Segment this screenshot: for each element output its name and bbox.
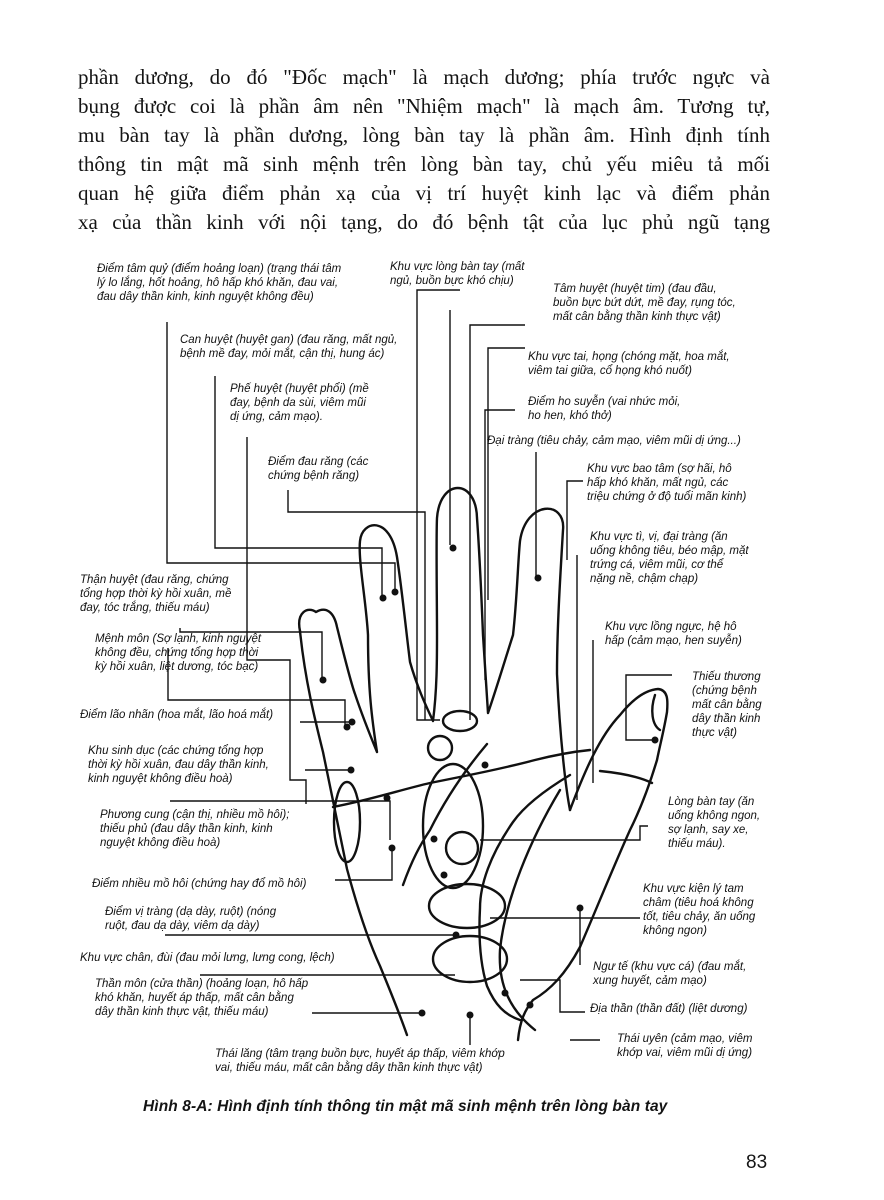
leader-line <box>246 437 307 804</box>
label-long-ban-tay: Lòng bàn tay (ăn uống không ngon, sợ lạn… <box>668 796 761 850</box>
acupoint-dot <box>481 761 489 769</box>
circle-zone <box>426 734 454 762</box>
acupoint-dot <box>319 676 327 684</box>
acupoint-dot <box>501 989 509 997</box>
acupoint-dot <box>526 1001 534 1009</box>
leader-line <box>480 825 648 841</box>
label-thieu-thuong: Thiếu thương (chứng bệnh mất cân bằng dâ… <box>692 671 762 739</box>
acupoint-dot <box>576 904 584 912</box>
label-khu-vuc-bao-tam: Khu vực bao tâm (sợ hãi, hô hấp khó khăn… <box>587 463 747 503</box>
label-khu-vuc-long-ban-tay: Khu vực lòng bàn tay (mất ngủ, buồn bực … <box>390 261 525 287</box>
label-diem-dau-rang: Điểm đau răng (các chứng bệnh răng) <box>268 456 369 482</box>
leader-line <box>469 324 525 720</box>
leader-line <box>179 628 323 680</box>
acupoint-dot <box>534 574 542 582</box>
hand-outline-left <box>298 487 572 812</box>
label-dia-than: Địa thần (thần đất) (liệt dương) <box>590 1003 748 1015</box>
acupoint-dot <box>347 766 355 774</box>
thumb-joint <box>598 769 654 785</box>
ellipse-zone <box>332 780 362 864</box>
body-line: mu bàn tay là phần dương, lòng bàn tay l… <box>78 123 770 147</box>
label-khu-vuc-tai-hong: Khu vực tai, họng (chóng mặt, hoa mắt, v… <box>528 351 730 377</box>
acupoint-dot <box>449 544 457 552</box>
acupoint-dot <box>383 794 391 802</box>
acupoint-dot <box>391 588 399 596</box>
label-can-huyet: Can huyệt (huyệt gan) (đau răng, mất ngủ… <box>180 334 398 360</box>
label-than-mon: Thần môn (cửa thần) (hoảng loạn, hô hấp … <box>95 978 309 1018</box>
acupoint-dot <box>348 718 356 726</box>
life-line <box>478 773 572 1022</box>
acupoint-dot <box>651 736 659 744</box>
acupoint-dot <box>452 931 460 939</box>
acupoint-dot <box>343 723 351 731</box>
ellipse-zone <box>421 762 485 890</box>
thumb-nail <box>651 693 662 732</box>
leader-line <box>566 480 583 560</box>
palm-left-edge <box>298 629 409 1037</box>
label-kien-ly-tam-cham: Khu vực kiện lý tam châm (tiêu hoá không… <box>643 883 756 937</box>
leader-line <box>166 322 396 590</box>
acupoint-dot <box>440 871 448 879</box>
ellipse-zone <box>427 882 507 930</box>
label-phuong-cung: Phương cung (cận thị, nhiều mồ hôi); thi… <box>100 809 290 849</box>
body-line: thông tin mật mã sinh mệnh trên lòng bàn… <box>78 152 770 176</box>
body-line: bụng được coi là phần âm nên "Nhiệm mạch… <box>78 94 770 118</box>
page-number: 83 <box>746 1152 768 1173</box>
body-line: quan hệ giữa điểm phản xạ của vị trí huy… <box>78 181 770 205</box>
body-line: phần dương, do đó "Đốc mạch" là mạch dươ… <box>78 65 770 89</box>
label-khu-vuc-long-nguc: Khu vực lồng ngực, hệ hô hấp (cảm mạo, h… <box>605 621 742 647</box>
leader-line <box>520 979 585 1013</box>
leader-line <box>487 347 525 600</box>
heart-line <box>331 748 592 809</box>
head-line <box>401 742 489 887</box>
label-thai-uyen: Thái uyên (cảm mạo, viêm khớp vai, viêm … <box>617 1033 753 1059</box>
leader-line <box>170 800 391 840</box>
leader-line <box>287 490 426 720</box>
leader-line <box>484 409 515 680</box>
acupoint-dot <box>466 1011 474 1019</box>
acupoint-dot <box>418 1009 426 1017</box>
label-menh-mon: Mệnh môn (Sợ lạnh, kinh nguyệt không đều… <box>95 633 262 673</box>
ellipse-zone <box>441 709 479 733</box>
leader-line <box>416 289 460 721</box>
leader-line <box>625 674 672 741</box>
inner-line <box>498 788 562 1032</box>
label-ngu-te: Ngư tế (khu vực cá) (đau mắt, xung huyết… <box>593 961 747 987</box>
label-than-huyet: Thận huyệt (đau răng, chứng tổng hợp thờ… <box>80 574 232 614</box>
figure-caption: Hình 8-A: Hình định tính thông tin mật m… <box>143 1098 668 1115</box>
leader-line <box>214 376 383 598</box>
acupoint-dot <box>388 844 396 852</box>
thumb-outline <box>516 687 669 1042</box>
ellipse-zone <box>431 934 509 984</box>
label-phe-huyet: Phế huyệt (huyệt phổi) (mề đay, bệnh da … <box>230 383 369 423</box>
label-tam-huyet: Tâm huyệt (huyệt tim) (đau đầu, buồn bực… <box>553 283 736 323</box>
label-diem-tam-quy: Điểm tâm quỷ (điểm hoảng loạn) (trạng th… <box>97 263 342 303</box>
label-diem-vi-trang: Điểm vị tràng (dạ dày, ruột) (nóng ruột,… <box>105 906 277 932</box>
leader-line <box>167 648 346 727</box>
label-khu-vuc-ti-vi: Khu vực tì, vị, đại tràng (ăn uống không… <box>590 531 749 585</box>
label-diem-lao-nhan: Điểm lão nhãn (hoa mắt, lão hoá mắt) <box>80 709 274 721</box>
leader-line <box>335 850 393 881</box>
label-thai-lang: Thái lăng (tâm trạng buồn bực, huyết áp … <box>215 1048 505 1074</box>
label-diem-ho-suyen: Điểm ho suyễn (vai nhức mỏi, ho hen, khó… <box>528 396 681 422</box>
acupoint-dot <box>430 835 438 843</box>
label-khu-vuc-chan-dui: Khu vực chân, đùi (đau mỏi lưng, lưng co… <box>80 952 335 964</box>
label-dai-trang: Đại tràng (tiêu chảy, cảm mạo, viêm mũi … <box>487 435 741 447</box>
circle-zone <box>444 830 480 866</box>
acupoint-dot <box>379 594 387 602</box>
label-khu-sinh-duc: Khu sinh dục (các chứng tổng hợp thời kỳ… <box>88 745 269 785</box>
label-diem-nhieu-mo-hoi: Điểm nhiều mồ hôi (chứng hay đổ mồ hôi) <box>92 878 307 890</box>
body-line: xạ của thần kinh với nội tạng, do đó bện… <box>78 210 770 234</box>
